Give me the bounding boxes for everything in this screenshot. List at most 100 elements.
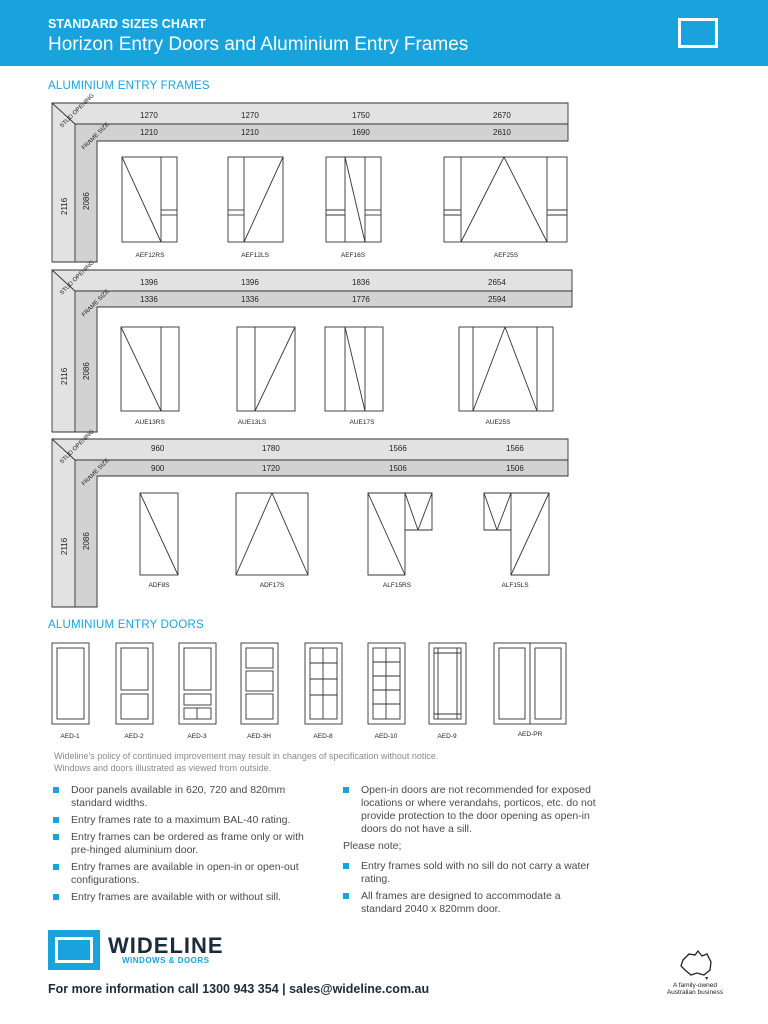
frames-section-title: ALUMINIUM ENTRY FRAMES [48,80,210,92]
header-title: Horizon Entry Doors and Aluminium Entry … [48,34,469,55]
frame-code: ADF8S [149,582,171,589]
family-owned-note: A family-owned Australian business [660,982,730,996]
bullet-icon [53,864,59,870]
stud-dim: 1396 [140,278,158,287]
height-stud-label: 2116 [60,367,69,385]
family-line: Australian business [666,989,724,996]
header-logo-icon [678,18,718,48]
bullet-item: All frames are designed to accommodate a… [343,890,603,916]
bullet-icon [343,787,349,793]
bullet-item: Door panels available in 620, 720 and 82… [53,784,318,810]
frame-dim: 1210 [241,128,259,137]
bullet-item: Entry frames can be ordered as frame onl… [53,831,318,857]
bullet-item: Entry frames are available in open-in or… [53,861,318,887]
stud-dim: 1836 [352,278,370,287]
bullet-text: Entry frames sold with no sill do not ca… [361,860,590,885]
stud-dim: 1780 [262,444,280,453]
bullet-text: Entry frames rate to a maximum BAL-40 ra… [71,814,291,826]
stud-dim: 1750 [352,111,370,120]
frame-band [74,123,569,263]
height-stud-label: 2116 [60,537,69,555]
bullet-text: Entry frames are available with or witho… [71,891,282,903]
bullet-icon [53,834,59,840]
frame-dim: 1506 [506,464,524,473]
stud-dim: 1396 [241,278,259,287]
door-code: AED-9 [437,733,457,740]
frame-dim: 900 [151,464,165,473]
door-code: AED-PR [518,731,543,738]
bullet-text: Door panels available in 620, 720 and 82… [71,784,286,809]
bullets-left: Door panels available in 620, 720 and 82… [53,784,318,908]
frame-dim: 2610 [493,128,511,137]
brand-tagline: WINDOWS & DOORS [122,956,210,965]
frame-row-3 [51,438,569,608]
door-code: AED-2 [124,733,144,740]
height-frame-label: 2086 [82,362,91,380]
height-stud-label: 2116 [60,197,69,215]
frame-code: ADF17S [260,582,285,589]
bullets-right-top: Open-in doors are not recommended for ex… [343,784,618,840]
header-subtitle: STANDARD SIZES CHART [48,17,207,31]
bullet-icon [53,787,59,793]
frame-code: AEF16S [341,252,366,259]
stud-dim: 2654 [488,278,506,287]
frame-code: AUE17S [350,419,376,426]
frame-dim: 1336 [140,295,158,304]
bullet-text: Entry frames are available in open-in or… [71,861,299,886]
frame-code: AUE13LS [238,419,267,426]
bullet-item: Entry frames sold with no sill do not ca… [343,860,603,886]
frame-code: AEF25S [494,252,519,259]
bullet-icon [53,817,59,823]
stud-dim: 2670 [493,111,511,120]
bullet-text: All frames are designed to accommodate a… [361,890,561,915]
header-banner: STANDARD SIZES CHART Horizon Entry Doors… [0,0,768,66]
please-note: Please note; [343,840,402,852]
frame-code: ALF15RS [383,582,412,589]
frame-code: ALF15LS [501,582,529,589]
frame-code: AUE13RS [135,419,165,426]
frame-dim: 2594 [488,295,506,304]
frame-band [74,290,573,433]
bullets-right-bottom: Entry frames sold with no sill do not ca… [343,860,603,920]
frame-band [74,459,569,608]
door-code: AED-8 [313,733,333,740]
frame-dim: 1336 [241,295,259,304]
bullet-icon [343,893,349,899]
family-line: A family-owned [672,982,718,989]
bullet-icon [343,863,349,869]
doors-row [51,642,567,725]
frame-dim: 1776 [352,295,370,304]
doors-section-title: ALUMINIUM ENTRY DOORS [48,619,204,631]
bullet-item: Open-in doors are not recommended for ex… [343,784,618,836]
stud-dim: 1270 [140,111,158,120]
frame-dim: 1690 [352,128,370,137]
stud-dim: 1566 [389,444,407,453]
frame-code: AUE25S [486,419,512,426]
bullet-icon [53,894,59,900]
bullet-text: Entry frames can be ordered as frame onl… [71,831,304,856]
frame-code: AEF12LS [241,252,269,259]
door-code: AED-1 [60,733,80,740]
height-frame-label: 2086 [82,532,91,550]
frame-dim: 1210 [140,128,158,137]
door-code: AED-10 [375,733,398,740]
stud-dim: 1566 [506,444,524,453]
frame-code: AEF12RS [136,252,166,259]
frame-row-1 [51,102,569,263]
bullet-text: Open-in doors are not recommended for ex… [361,784,596,835]
wideline-logo-icon [48,930,100,970]
frame-dim: 1506 [389,464,407,473]
door-code: AED-3H [247,733,271,740]
height-frame-label: 2086 [82,192,91,210]
contact-line: For more information call 1300 943 354 |… [48,982,430,996]
brand-name: WIDELINE [108,933,224,958]
australia-map-icon [680,949,712,980]
frame-row-2 [51,269,573,433]
disclaimer: Wideline's policy of continued improveme… [54,750,438,774]
frame-dim: 1720 [262,464,280,473]
stud-dim: 1270 [241,111,259,120]
bullet-item: Entry frames are available with or witho… [53,891,318,904]
disclaimer-line: Windows and doors illustrated as viewed … [54,763,272,773]
stud-dim: 960 [151,444,165,453]
